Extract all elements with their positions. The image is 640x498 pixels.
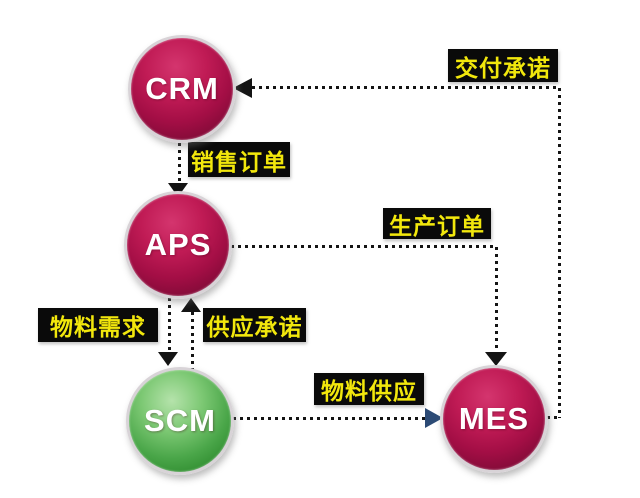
edge-supply-commitment-vertical: [191, 312, 194, 369]
node-scm-label: SCM: [144, 403, 216, 438]
edge-production-order-vertical: [495, 247, 498, 353]
arrow-up-icon: [181, 298, 201, 312]
edge-delivery-commitment-vertical: [558, 88, 561, 418]
node-crm-label: CRM: [145, 71, 219, 106]
edge-label-supply-commitment: 供应承诺: [203, 308, 306, 342]
edge-label-sales-order: 销售订单: [188, 142, 290, 177]
edge-delivery-commitment-horizontal: [252, 86, 558, 89]
edge-sales-order-vertical: [178, 143, 181, 183]
edge-label-material-supply: 物料供应: [314, 373, 424, 405]
node-mes: MES: [440, 365, 548, 473]
edge-production-order-horizontal: [231, 245, 497, 248]
edge-material-demand-vertical: [168, 298, 171, 353]
node-crm: CRM: [128, 35, 236, 143]
edge-label-production-order: 生产订单: [383, 208, 491, 239]
node-aps-label: APS: [144, 227, 212, 262]
arrow-down-icon: [485, 352, 507, 366]
arrow-left-icon: [233, 78, 252, 98]
node-scm: SCM: [126, 367, 234, 475]
edge-material-supply-horizontal: [233, 417, 426, 420]
edge-label-delivery-commitment: 交付承诺: [448, 49, 558, 82]
edge-label-material-demand: 物料需求: [38, 308, 158, 342]
node-mes-label: MES: [458, 401, 530, 436]
arrow-right-icon: [425, 408, 443, 428]
node-aps: APS: [124, 191, 232, 299]
arrow-down-icon: [158, 352, 178, 366]
edge-delivery-commitment-stub: [547, 416, 560, 419]
